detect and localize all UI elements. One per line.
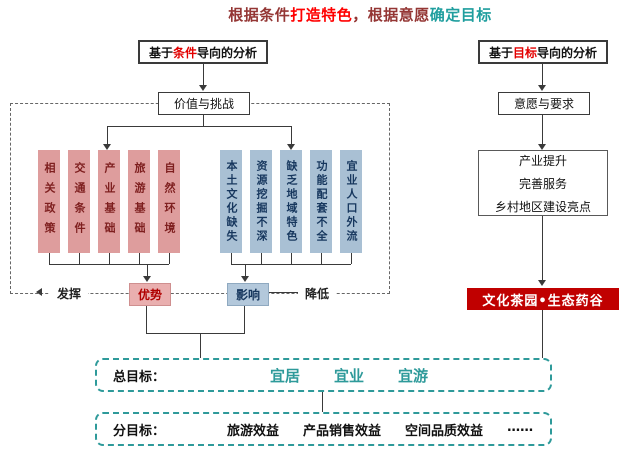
factor-column-culture: 本土文化缺失 bbox=[220, 150, 242, 253]
goal-header-highlight: 目标 bbox=[512, 45, 537, 60]
factor-column-policy: 相关政策 bbox=[38, 150, 60, 253]
connector-line bbox=[542, 115, 543, 144]
goal-analysis-header: 基于目标导向的分析 bbox=[478, 40, 608, 64]
connector-line bbox=[244, 305, 245, 333]
total-goal-label: 总目标： bbox=[113, 369, 166, 385]
total-goal-work: 宜业 bbox=[334, 366, 365, 385]
connector-line bbox=[49, 253, 50, 264]
goal-header-post: 导向的分析 bbox=[537, 45, 598, 60]
goal-list-box: 产业提升 完善服务 乡村地区建设亮点 bbox=[478, 150, 608, 216]
reduce-label: 降低 bbox=[298, 283, 336, 304]
connector-line bbox=[261, 253, 262, 264]
sub-goal-more: …… bbox=[507, 419, 534, 435]
title-seg-wish: ，根据意愿 bbox=[352, 6, 430, 24]
arrowhead-down-icon bbox=[199, 85, 207, 91]
connector-line bbox=[107, 126, 108, 144]
arrowhead-down-icon bbox=[287, 144, 295, 150]
arrowhead-left-icon bbox=[36, 288, 42, 296]
impact-box: 影响 bbox=[227, 283, 269, 306]
connector-line bbox=[203, 64, 204, 86]
factor-column-nature: 自然环境 bbox=[158, 150, 180, 253]
factor-column-identity: 缺乏地域特色 bbox=[280, 150, 302, 253]
connector-line bbox=[231, 264, 351, 265]
goal-item-industry: 产业提升 bbox=[518, 153, 567, 168]
title-seg-feature: 打造特色 bbox=[290, 6, 353, 24]
connector-line bbox=[203, 115, 204, 126]
connector-line bbox=[322, 392, 323, 412]
sub-goal-tourism: 旅游效益 bbox=[227, 423, 280, 439]
advantage-box: 优势 bbox=[129, 283, 171, 306]
factor-column-industry: 产业基础 bbox=[98, 150, 120, 253]
connector-line bbox=[200, 333, 201, 358]
sub-goal-space: 空间品质效益 bbox=[405, 423, 484, 439]
factor-column-resource: 资源挖掘不深 bbox=[250, 150, 272, 253]
total-goal-items: 宜居 宜业 宜游 bbox=[270, 365, 428, 386]
value-challenge-region bbox=[10, 103, 390, 294]
arrowhead-down-icon bbox=[538, 280, 546, 286]
exert-label: 发挥 bbox=[50, 283, 88, 304]
sub-goal-sales: 产品销售效益 bbox=[303, 423, 382, 439]
factor-column-function: 功能配套不全 bbox=[310, 150, 332, 253]
connector-line bbox=[321, 253, 322, 264]
value-challenge-box: 价值与挑战 bbox=[158, 92, 250, 115]
connector-line bbox=[542, 64, 543, 86]
diagram-title: 根据条件打造特色，根据意愿确定目标 bbox=[80, 4, 639, 25]
connector-line bbox=[351, 253, 352, 264]
connector-line bbox=[49, 264, 169, 265]
total-goal-visit: 宜游 bbox=[398, 366, 429, 385]
total-goal-box: 总目标： 宜居 宜业 宜游 bbox=[95, 358, 552, 392]
goal-item-rural: 乡村地区建设亮点 bbox=[494, 199, 591, 214]
goal-header-pre: 基于 bbox=[488, 45, 513, 60]
arrowhead-down-icon bbox=[241, 276, 249, 282]
title-seg-condition: 根据条件 bbox=[228, 6, 291, 24]
arrowhead-down-icon bbox=[538, 85, 546, 91]
connector-line bbox=[147, 264, 148, 278]
condition-header-highlight: 条件 bbox=[172, 45, 197, 60]
wish-requirement-box: 意愿与要求 bbox=[498, 92, 590, 115]
connector-line bbox=[291, 126, 292, 144]
connector-line bbox=[146, 305, 147, 333]
connector-line bbox=[107, 126, 291, 127]
connector-line bbox=[139, 253, 140, 264]
arrowhead-down-icon bbox=[103, 144, 111, 150]
connector-line bbox=[109, 253, 110, 264]
sub-goal-items: 旅游效益 产品销售效益 空间品质效益 …… bbox=[227, 420, 533, 439]
connector-line bbox=[542, 216, 543, 280]
condition-header-pre: 基于 bbox=[148, 45, 173, 60]
total-goal-live: 宜居 bbox=[270, 366, 301, 385]
factor-column-traffic: 交通条件 bbox=[68, 150, 90, 253]
condition-analysis-header: 基于条件导向的分析 bbox=[138, 40, 268, 64]
sub-goal-label: 分目标： bbox=[113, 423, 166, 439]
factor-column-tourism: 旅游基础 bbox=[128, 150, 150, 253]
arrowhead-down-icon bbox=[538, 144, 546, 150]
connector-line bbox=[146, 333, 245, 334]
connector-line bbox=[79, 253, 80, 264]
goal-item-service: 完善服务 bbox=[518, 176, 567, 191]
connector-line bbox=[269, 292, 298, 293]
connector-line bbox=[542, 310, 543, 358]
connector-line bbox=[231, 253, 232, 264]
connector-line bbox=[169, 253, 170, 264]
connector-line bbox=[245, 264, 246, 278]
factor-column-outflow: 宜业人口外流 bbox=[340, 150, 362, 253]
sub-goal-box: 分目标： 旅游效益 产品销售效益 空间品质效益 …… bbox=[95, 412, 552, 446]
arrowhead-down-icon bbox=[143, 276, 151, 282]
connector-line bbox=[291, 253, 292, 264]
positioning-box: 文化茶园•生态药谷 bbox=[467, 288, 619, 310]
title-seg-goal: 确定目标 bbox=[429, 6, 492, 24]
condition-header-post: 导向的分析 bbox=[197, 45, 258, 60]
